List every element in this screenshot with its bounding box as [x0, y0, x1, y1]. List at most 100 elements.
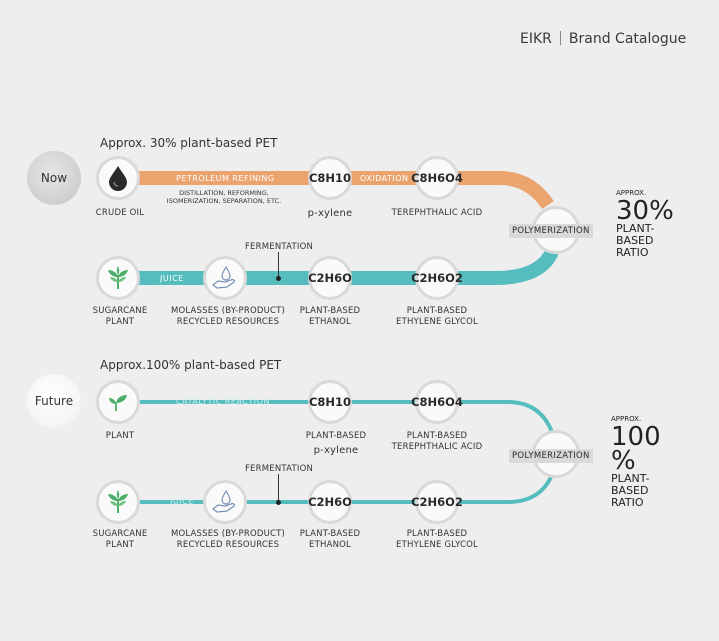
sugarcane-leaf-icon — [108, 490, 128, 513]
pxylene-label: p-xylene — [307, 208, 353, 219]
pxylene-label-future: PLANT-BASED p-xylene — [306, 431, 367, 456]
ethanol-label-now-line-1: PLANT-BASED — [299, 306, 361, 316]
molasses-label-future-line-1: MOLASSES (BY-PRODUCT) — [170, 529, 286, 539]
oil-drop-icon — [109, 166, 127, 191]
fermentation-dot-future — [276, 500, 281, 505]
now-era-badge: Now — [27, 151, 81, 205]
future-era-label: Future — [34, 394, 74, 408]
ratio-now-line-1: PLANT- — [616, 222, 655, 235]
terephthalic-acid-label: TEREPHTHALIC ACID — [391, 208, 483, 218]
juice-label-now: JUICE — [160, 274, 184, 283]
plant-band-now — [120, 248, 559, 285]
polymerization-label-now: POLYMERIZATION — [509, 224, 593, 238]
ethanol-label-future-line-1: PLANT-BASED — [299, 529, 361, 539]
ethylene-glycol-node-now: C2H6O2 — [411, 256, 463, 300]
ethanol-node-future: C2H6O — [308, 480, 352, 524]
ethylene-glycol-node-future: C2H6O2 — [411, 480, 463, 524]
petroleum-band — [120, 171, 554, 210]
sugarcane-label-now: SUGARCANE PLANT — [93, 306, 148, 328]
crude-oil-label: CRUDE OIL — [95, 208, 145, 218]
ratio-now: APPROX. 30% PLANT- BASED RATIO — [616, 184, 674, 259]
molasses-label-now-line-2: RECYCLED RESOURCES — [176, 317, 280, 327]
sugarcane-label-future-line-1: SUGARCANE — [92, 529, 148, 539]
petroleum-refining-label: PETROLEUM REFINING — [176, 174, 275, 183]
ethylene-glycol-label-now-line-2: ETHYLENE GLYCOL — [396, 317, 478, 327]
ethylene-glycol-label-now-line-1: PLANT-BASED — [406, 306, 468, 316]
ratio-future-approx: APPROX. — [611, 415, 642, 423]
pxylene-label-future-line-1: PLANT-BASED — [305, 431, 367, 441]
molasses-node-now — [203, 256, 247, 300]
ethylene-glycol-formula-now: C2H6O2 — [411, 271, 463, 285]
sugarcane-label-future: SUGARCANE PLANT — [93, 529, 148, 551]
pxylene-node-future: C8H10 — [308, 380, 352, 424]
brand-name: EIKR — [520, 31, 552, 47]
refining-note: DISTILLATION, REFORMING, ISOMERIZATION, … — [167, 189, 281, 205]
ethanol-label-now-line-2: ETHANOL — [309, 317, 351, 327]
ratio-now-approx: APPROX. — [616, 189, 647, 197]
sugarcane-node-now — [96, 256, 140, 300]
future-era-badge: Future — [27, 374, 81, 428]
terephthalic-acid-label-future-line-1: PLANT-BASED — [406, 431, 468, 441]
ethanol-label-future: PLANT-BASED ETHANOL — [300, 529, 361, 551]
terephthalic-acid-label-future-line-2: TEREPHTHALIC ACID — [391, 442, 483, 452]
ratio-future-line-1: PLANT- — [611, 472, 650, 485]
pxylene-label-future-line-2: p-xylene — [313, 445, 359, 456]
hand-drop-icon — [212, 489, 235, 513]
sugarcane-label-future-line-2: PLANT — [105, 540, 135, 550]
sugarcane-leaf-icon — [108, 266, 128, 289]
crude-oil-node — [96, 156, 140, 200]
sugarcane-node-future — [96, 480, 140, 524]
ratio-now-value: 30% — [616, 196, 674, 226]
molasses-node-future — [203, 480, 247, 524]
future-section-title: Approx.100% plant-based PET — [100, 358, 282, 372]
pxylene-node: C8H10 — [308, 156, 352, 200]
refining-note-line-1: DISTILLATION, REFORMING, — [179, 189, 269, 197]
molasses-label-now: MOLASSES (BY-PRODUCT) RECYCLED RESOURCES — [171, 306, 285, 328]
juice-label-future: JUICE — [170, 497, 194, 506]
ratio-future-value: 100 — [611, 422, 661, 452]
terephthalic-acid-formula-future: C8H6O4 — [411, 395, 463, 409]
brand-header: EIKR Brand Catalogue — [520, 31, 686, 47]
oxidation-label: OXIDATION — [360, 174, 409, 183]
fermentation-pointer-future — [278, 474, 279, 502]
brand-divider — [559, 31, 561, 45]
ratio-future-line-2: BASED — [611, 484, 649, 497]
ratio-now-line-2: BASED — [616, 234, 654, 247]
ethylene-glycol-formula-future: C2H6O2 — [411, 495, 463, 509]
fermentation-dot-now — [276, 276, 281, 281]
pxylene-formula-future: C8H10 — [308, 395, 352, 409]
fermentation-label-future: FERMENTATION — [244, 464, 314, 474]
ratio-future: APPROX. 100 % PLANT- BASED RATIO — [611, 410, 661, 509]
ethylene-glycol-label-future: PLANT-BASED ETHYLENE GLYCOL — [396, 529, 478, 551]
molasses-label-future: MOLASSES (BY-PRODUCT) RECYCLED RESOURCES — [171, 529, 285, 551]
now-era-label: Now — [40, 171, 68, 185]
catalytic-reaction-label: CATALYTIC REACTION — [176, 397, 270, 406]
ratio-future-percent: % — [611, 446, 636, 476]
brand-subtitle: Brand Catalogue — [568, 31, 687, 47]
plant-band-future-top — [120, 400, 554, 433]
ethylene-glycol-label-future-line-1: PLANT-BASED — [406, 529, 468, 539]
terephthalic-acid-node-future: C8H6O4 — [411, 380, 463, 424]
plant-band-future-bottom — [120, 474, 554, 504]
refining-note-line-2: ISOMERIZATION, SEPARATION, ETC. — [166, 197, 282, 205]
fermentation-pointer-now — [278, 252, 279, 278]
plant-node-future — [96, 380, 140, 424]
pxylene-formula: C8H10 — [308, 171, 352, 185]
ethylene-glycol-label-future-line-2: ETHYLENE GLYCOL — [396, 540, 478, 550]
molasses-label-future-line-2: RECYCLED RESOURCES — [176, 540, 280, 550]
now-section-title: Approx. 30% plant-based PET — [100, 136, 278, 150]
ethanol-label-future-line-2: ETHANOL — [309, 540, 351, 550]
ratio-future-line-3: RATIO — [611, 496, 644, 509]
seedling-icon — [109, 395, 127, 411]
terephthalic-acid-label-future: PLANT-BASED TEREPHTHALIC ACID — [392, 431, 483, 453]
terephthalic-acid-node: C8H6O4 — [411, 156, 463, 200]
ethanol-formula-now: C2H6O — [308, 271, 352, 285]
hand-drop-icon — [212, 265, 235, 289]
ratio-now-line-3: RATIO — [616, 246, 649, 259]
ethanol-label-now: PLANT-BASED ETHANOL — [300, 306, 361, 328]
molasses-label-now-line-1: MOLASSES (BY-PRODUCT) — [170, 306, 286, 316]
ethanol-node-now: C2H6O — [308, 256, 352, 300]
sugarcane-label-now-line-1: SUGARCANE — [92, 306, 148, 316]
sugarcane-label-now-line-2: PLANT — [105, 317, 135, 327]
ethylene-glycol-label-now: PLANT-BASED ETHYLENE GLYCOL — [396, 306, 478, 328]
